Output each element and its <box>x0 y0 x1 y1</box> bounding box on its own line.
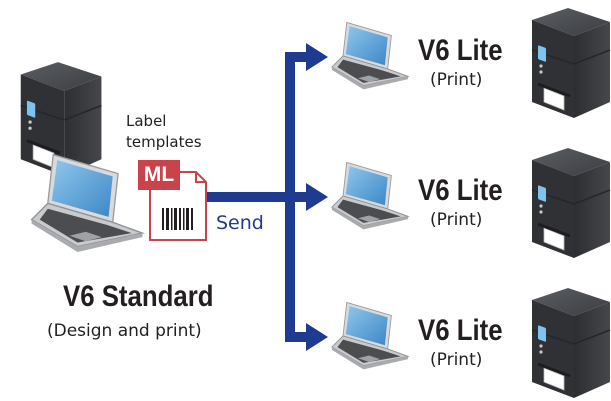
target-laptop-icon <box>331 301 409 370</box>
target-printer-icon <box>530 146 611 260</box>
source-role: (Design and print) <box>47 321 202 341</box>
target-role: (Print) <box>430 70 483 90</box>
target-laptop-icon <box>331 161 409 230</box>
connector-arrows <box>205 52 308 342</box>
arrowhead-3 <box>306 323 328 351</box>
target-role: (Print) <box>430 350 483 370</box>
target-laptop-icon <box>331 21 409 90</box>
label-template-file-icon <box>138 160 207 241</box>
ml-badge <box>138 160 180 190</box>
target-printer-icon <box>530 6 611 120</box>
target-product-name: V6 Lite <box>418 314 503 347</box>
source-product-name: V6 Standard <box>63 280 214 313</box>
file-badge-text: ML <box>143 163 175 186</box>
target-role: (Print) <box>430 210 483 230</box>
arrowhead-1 <box>306 43 328 71</box>
send-label: Send <box>216 212 264 234</box>
file-label-line-1: Label <box>126 112 167 130</box>
file-label-line-2: templates <box>126 133 202 151</box>
target-product-name: V6 Lite <box>418 174 503 207</box>
target-product-name: V6 Lite <box>418 34 503 67</box>
arrowhead-2 <box>306 183 328 211</box>
target-printer-icon <box>530 286 611 400</box>
